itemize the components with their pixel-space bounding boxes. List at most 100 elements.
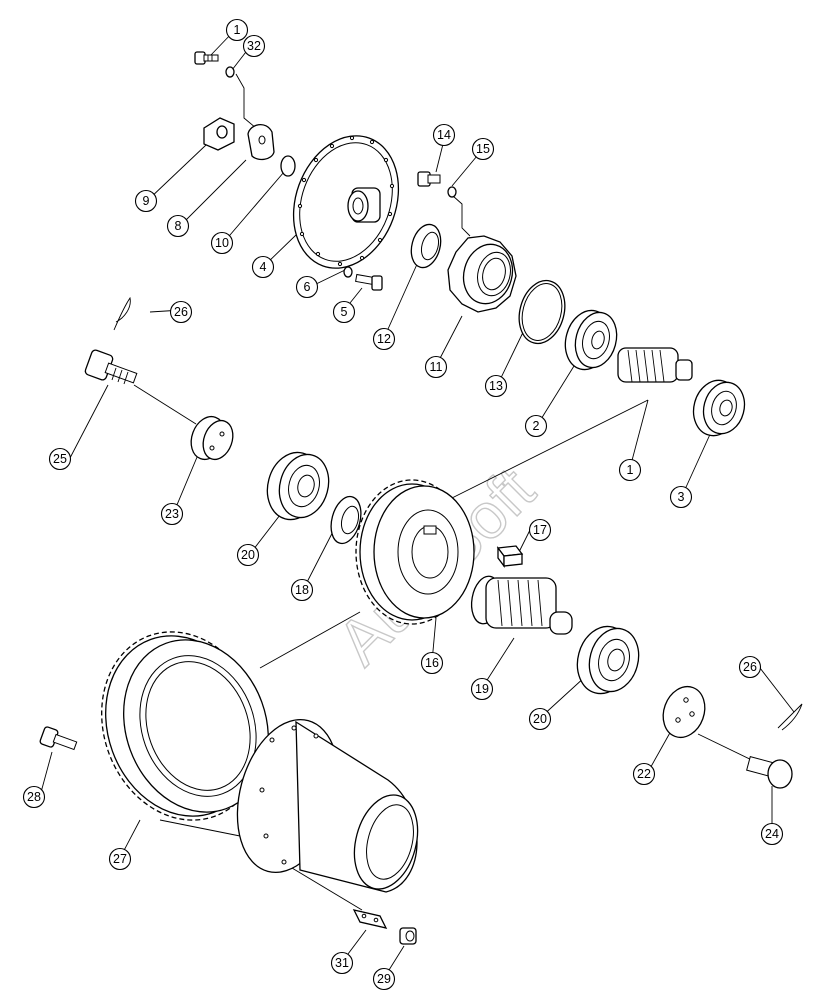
callout-29: 29 <box>372 967 396 991</box>
part-bearing-20b <box>576 625 640 695</box>
callout-6: 6 <box>295 275 319 299</box>
part-cover-plate-4 <box>292 135 400 269</box>
callout-label: 22 <box>637 767 651 781</box>
callout-23: 23 <box>160 502 184 526</box>
callout-label: 18 <box>295 583 309 597</box>
callout-26-top: 26 <box>169 300 193 324</box>
part-key-17 <box>496 545 524 568</box>
callout-label: 6 <box>304 280 311 294</box>
callout-27: 27 <box>108 847 132 871</box>
callouts: 1 32 9 8 10 4 6 5 14 15 12 11 13 2 1 3 2… <box>22 18 784 991</box>
part-bearing-retainer-11 <box>447 235 517 313</box>
callout-label: 10 <box>215 236 229 250</box>
callout-label: 15 <box>476 142 490 156</box>
callout-label: 12 <box>377 332 391 346</box>
callout-label: 17 <box>533 523 547 537</box>
callout-20-lower: 20 <box>528 707 552 731</box>
callout-8: 8 <box>166 214 190 238</box>
part-thrust-button-23 <box>190 415 234 461</box>
callout-label: 1 <box>234 23 241 37</box>
callout-label: 13 <box>489 379 503 393</box>
part-pinion-gear-19 <box>470 575 573 635</box>
callout-label: 1 <box>627 463 634 477</box>
callout-16: 16 <box>420 651 444 675</box>
callout-label: 23 <box>165 507 179 521</box>
callout-12: 12 <box>372 327 396 351</box>
callout-3: 3 <box>669 485 693 509</box>
callout-25: 25 <box>48 447 72 471</box>
callout-label: 20 <box>533 712 547 726</box>
part-bearing-3 <box>692 379 746 437</box>
callout-label: 24 <box>765 827 779 841</box>
part-washer-32 <box>225 66 235 78</box>
callout-label: 31 <box>335 956 349 970</box>
callout-2: 2 <box>524 414 548 438</box>
part-spacer-18 <box>330 495 362 545</box>
callout-14: 14 <box>432 123 456 147</box>
callout-label: 14 <box>437 128 451 142</box>
part-thrust-plate-22 <box>662 685 706 739</box>
part-lock-wire-26a <box>113 296 131 331</box>
callout-5: 5 <box>332 300 356 324</box>
callout-label: 4 <box>260 260 267 274</box>
part-nut-29 <box>399 927 417 945</box>
callout-19: 19 <box>470 677 494 701</box>
part-bearing-2 <box>564 309 618 371</box>
part-ring-gear-27 <box>101 631 269 821</box>
callout-31: 31 <box>330 951 354 975</box>
callout-label: 26 <box>743 660 757 674</box>
callout-label: 32 <box>247 39 261 53</box>
callout-label: 25 <box>53 452 67 466</box>
part-bearing-20a <box>266 451 330 521</box>
part-lock-plate-31 <box>352 909 388 929</box>
parts <box>39 51 803 945</box>
part-lock-wire-26b <box>777 703 803 731</box>
callout-18: 18 <box>290 578 314 602</box>
callout-label: 9 <box>143 194 150 208</box>
callout-label: 19 <box>475 682 489 696</box>
callout-label: 5 <box>341 305 348 319</box>
part-nut-9 <box>203 117 235 151</box>
callout-26-right: 26 <box>738 655 762 679</box>
part-seal-12 <box>410 223 442 269</box>
callout-24: 24 <box>760 822 784 846</box>
callout-13: 13 <box>484 374 508 398</box>
part-bolt-5 <box>355 273 383 291</box>
part-washer-15 <box>447 186 457 198</box>
part-gear-16 <box>355 479 475 625</box>
part-washer-6 <box>343 266 353 278</box>
callout-label: 28 <box>27 790 41 804</box>
callout-label: 2 <box>533 419 540 433</box>
callout-label: 27 <box>113 852 127 866</box>
callout-label: 29 <box>377 972 391 986</box>
callout-9: 9 <box>134 189 158 213</box>
callout-4: 4 <box>251 255 275 279</box>
callout-label: 11 <box>430 360 443 374</box>
callout-28: 28 <box>22 785 46 809</box>
callout-10: 10 <box>210 231 234 255</box>
callout-22: 22 <box>632 762 656 786</box>
part-differential-housing <box>236 718 419 893</box>
part-washer-10 <box>280 155 296 177</box>
part-bolt-14 <box>417 171 441 187</box>
callout-label: 20 <box>241 548 255 562</box>
callout-15: 15 <box>471 137 495 161</box>
callout-label: 26 <box>174 305 188 319</box>
part-lock-plate-8 <box>247 124 275 161</box>
part-bolt-25 <box>84 349 138 385</box>
callout-label: 3 <box>678 490 685 504</box>
callout-20-upper: 20 <box>236 543 260 567</box>
callout-32: 32 <box>242 34 266 58</box>
callout-17: 17 <box>528 518 552 542</box>
part-o-ring-13 <box>518 279 566 345</box>
callout-7: 1 <box>225 18 249 42</box>
part-pinion-shaft-1 <box>617 347 693 383</box>
callout-1: 1 <box>618 458 642 482</box>
part-bolt-24 <box>746 756 793 789</box>
callout-11: 11 <box>424 355 448 379</box>
callout-label: 8 <box>175 219 182 233</box>
part-bolt-7 <box>194 51 219 65</box>
part-bolt-28 <box>39 726 78 751</box>
callout-label: 16 <box>425 656 439 670</box>
